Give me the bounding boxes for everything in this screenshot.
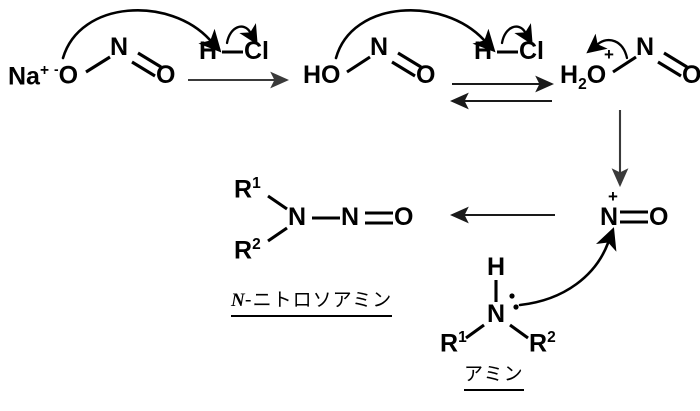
- atom-product-r2: R2: [234, 236, 261, 265]
- atom-oxygen-anion: -O: [54, 61, 79, 90]
- atom-nitrosonium-oxygen: O: [649, 203, 669, 231]
- atom-amine-r2: R2: [529, 329, 556, 358]
- atom-nitrous-acid-oxygen: O: [416, 61, 436, 89]
- curved-arrow-nitrite-to-hcl: [61, 9, 222, 60]
- curved-arrow-nitrous-acid-to-hcl: [334, 9, 496, 60]
- atom-amine-r1: R1: [440, 329, 467, 358]
- atom-protonated-water: H2O: [560, 61, 607, 93]
- atom-nitrite-terminal-oxygen: O: [156, 61, 176, 89]
- atom-product-amine-nitrogen: N: [288, 203, 307, 231]
- atom-hcl2-chlorine: Cl: [519, 37, 544, 65]
- label-amine: アミン: [464, 363, 524, 391]
- atom-nitrous-acid-hydroxyl: HO: [303, 61, 341, 89]
- charge-nitrosonium: +: [608, 187, 618, 206]
- atom-nitrosonium-nitrogen: N: [600, 203, 619, 231]
- label-n-nitrosoamine: N-ニトロソアミン: [231, 289, 393, 317]
- atom-protonated-nitrogen: N: [636, 33, 655, 61]
- atom-nitrite-nitrogen: N: [110, 33, 129, 61]
- atom-product-oxygen: O: [394, 203, 414, 231]
- atom-amine-nitrogen: N: [487, 300, 506, 328]
- atom-protonated-terminal-oxygen: O: [682, 61, 700, 89]
- atom-product-r1: R1: [234, 175, 261, 204]
- bonds-nitrosoamine: [267, 194, 393, 243]
- atom-sodium-cation: Na+: [8, 62, 50, 91]
- atom-nitrous-acid-nitrogen: N: [370, 33, 389, 61]
- charge-protonated-oxygen: +: [604, 45, 614, 64]
- atom-hcl2-hydrogen: H: [474, 37, 493, 65]
- atom-hcl1-chlorine: Cl: [244, 37, 269, 65]
- atom-amine-hydrogen: H: [487, 253, 506, 281]
- atom-product-nitroso-nitrogen: N: [341, 203, 360, 231]
- lone-pair-amine-nitrogen: [509, 293, 519, 310]
- curved-arrow-amine-attack: [518, 227, 617, 307]
- atom-hcl1-hydrogen: H: [199, 37, 218, 65]
- bonds-nitrosonium: [620, 210, 648, 224]
